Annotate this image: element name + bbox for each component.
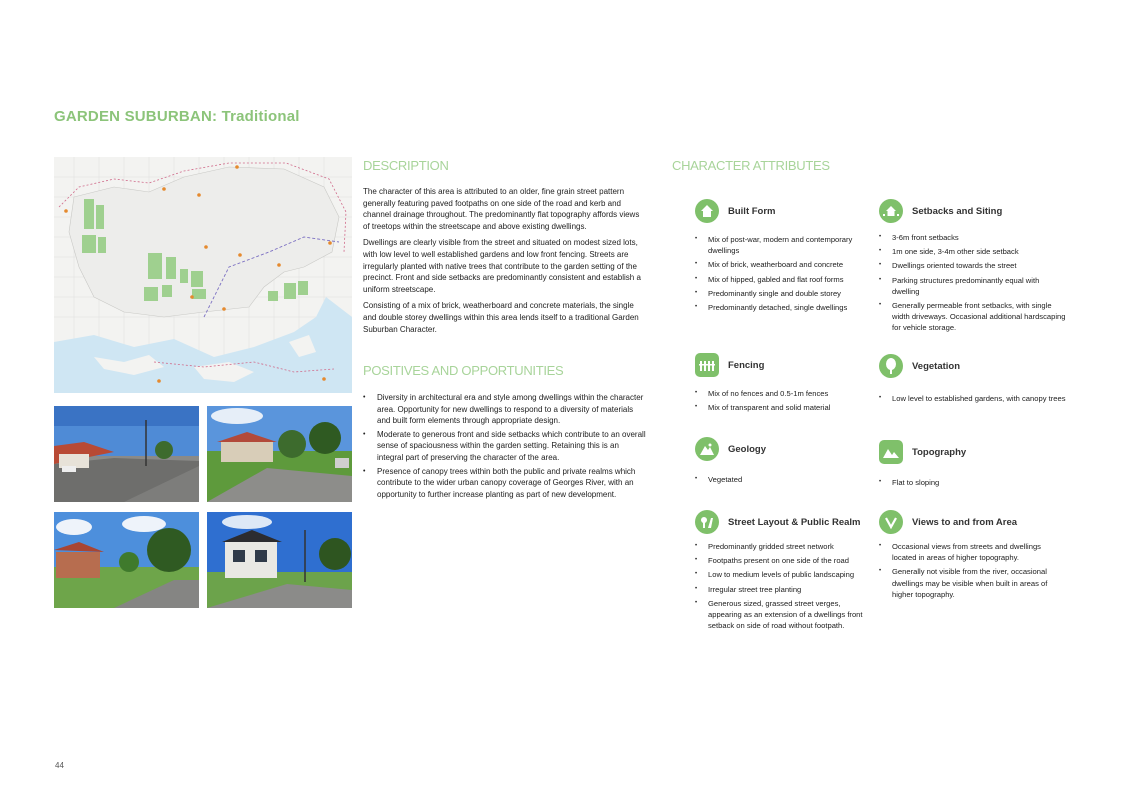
list-item: Mix of brick, weatherboard and concrete: [695, 259, 870, 270]
street-photo: [54, 406, 199, 502]
view-icon: [879, 510, 903, 534]
attribute-setbacks: Setbacks and Siting 3-6m front setbacks …: [879, 198, 1067, 337]
list-item: Mix of transparent and solid material: [695, 402, 870, 413]
positives-list: Diversity in architectural era and style…: [363, 392, 647, 502]
list-item: Dwellings oriented towards the street: [879, 260, 1067, 271]
setback-house-icon: [879, 199, 903, 223]
list-item: Predominantly detached, single dwellings: [695, 302, 870, 313]
attribute-topography: Topography Flat to sloping: [879, 439, 1067, 491]
list-item: Vegetated: [695, 474, 870, 485]
attribute-geology: Geology Vegetated: [695, 436, 870, 488]
attribute-fencing: Fencing Mix of no fences and 0.5-1m fenc…: [695, 352, 870, 416]
description-text: The character of this area is attributed…: [363, 186, 647, 340]
list-item: 3-6m front setbacks: [879, 232, 1067, 243]
list-item: Flat to sloping: [879, 477, 1067, 488]
tree-icon: [879, 354, 903, 378]
attribute-title: Street Layout & Public Realm: [728, 516, 861, 528]
list-item: Generous sized, grassed street verges, a…: [695, 598, 870, 632]
street-photo: [207, 512, 352, 608]
street-photo: [54, 512, 199, 608]
attribute-street-layout: Street Layout & Public Realm Predominant…: [695, 509, 870, 634]
list-item: Moderate to generous front and side setb…: [363, 429, 647, 464]
list-item: Generally permeable front setbacks, with…: [879, 300, 1067, 334]
character-attributes-heading: CHARACTER ATTRIBUTES: [672, 158, 830, 173]
list-item: Diversity in architectural era and style…: [363, 392, 647, 427]
list-item: Mix of no fences and 0.5-1m fences: [695, 388, 870, 399]
list-item: Occasional views from streets and dwelli…: [879, 541, 1067, 563]
list-item: Generally not visible from the river, oc…: [879, 566, 1067, 600]
attribute-title: Vegetation: [912, 360, 961, 372]
list-item: Parking structures predominantly equal w…: [879, 275, 1067, 297]
description-paragraph: Consisting of a mix of brick, weatherboa…: [363, 301, 639, 334]
list-item: Low level to established gardens, with c…: [879, 393, 1067, 404]
geology-icon: [695, 437, 719, 461]
house-icon: [695, 199, 719, 223]
page-title: GARDEN SUBURBAN: Traditional: [54, 108, 300, 125]
hills-icon: [879, 440, 903, 464]
list-item: Mix of post-war, modern and contemporary…: [695, 234, 870, 256]
attribute-title: Geology: [728, 443, 767, 455]
street-icon: [695, 510, 719, 534]
description-heading: DESCRIPTION: [363, 158, 449, 173]
attribute-views: Views to and from Area Occasional views …: [879, 509, 1067, 603]
attribute-title: Views to and from Area: [912, 516, 1018, 528]
list-item: Presence of canopy trees within both the…: [363, 466, 647, 501]
street-photo: [207, 406, 352, 502]
attribute-title: Fencing: [728, 359, 765, 371]
description-paragraph: Dwellings are clearly visible from the s…: [363, 238, 641, 294]
list-item: Mix of hipped, gabled and flat roof form…: [695, 274, 870, 285]
attribute-title: Setbacks and Siting: [912, 205, 1003, 217]
list-item: Low to medium levels of public landscapi…: [695, 569, 870, 580]
description-paragraph: The character of this area is attributed…: [363, 187, 640, 231]
attribute-vegetation: Vegetation Low level to established gard…: [879, 353, 1067, 407]
attribute-title: Topography: [912, 446, 967, 458]
character-area-map: [54, 157, 352, 393]
list-item: Irregular street tree planting: [695, 584, 870, 595]
fence-icon: [695, 353, 719, 377]
list-item: Predominantly gridded street network: [695, 541, 870, 552]
positives-heading: POSITIVES AND OPPORTUNITIES: [363, 363, 564, 378]
list-item: Predominantly single and double storey: [695, 288, 870, 299]
attribute-built-form: Built Form Mix of post-war, modern and c…: [695, 198, 870, 316]
attribute-title: Built Form: [728, 205, 776, 217]
list-item: 1m one side, 3-4m other side setback: [879, 246, 1067, 257]
list-item: Footpaths present on one side of the roa…: [695, 555, 870, 566]
page-number: 44: [55, 761, 64, 770]
